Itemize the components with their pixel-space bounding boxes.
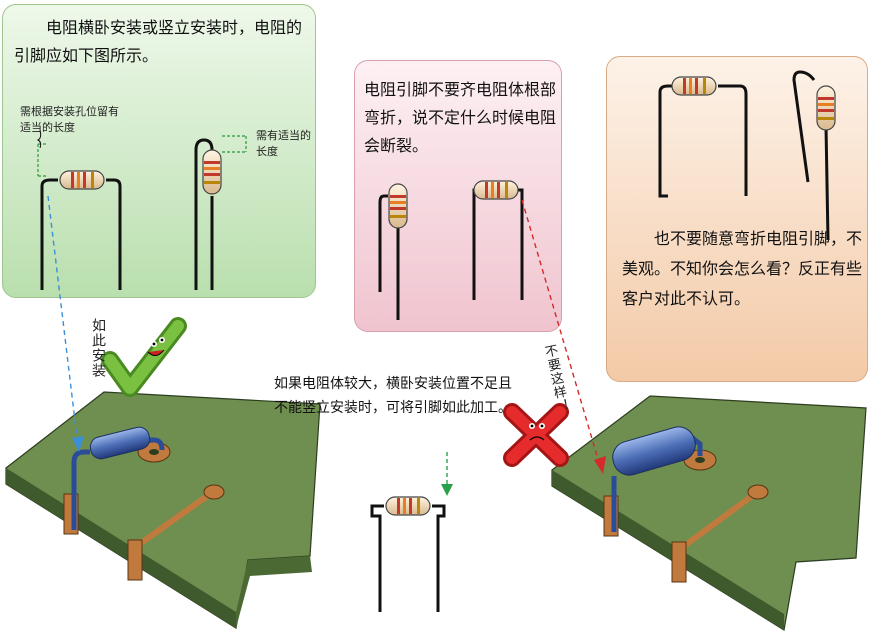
correct-install-text: 电阻横卧安装或竖立安装时，电阻的引脚应如下图所示。 bbox=[14, 18, 303, 65]
pcb-resistor-left bbox=[71, 426, 165, 530]
install-like-this-label: 如此安装 bbox=[90, 318, 106, 378]
large-body-note: 如果电阻体较大，横卧安装位置不足且不能竖立安装时，可将引脚如此加工。 bbox=[274, 376, 512, 416]
horizontal-resistor-correct bbox=[40, 178, 122, 290]
random-bend-resistors bbox=[658, 70, 830, 241]
bent-lead-resistor bbox=[370, 504, 446, 612]
vertical-resistor-correct bbox=[194, 138, 214, 290]
pcb-board-left bbox=[5, 391, 321, 629]
random-bend-warning-text: 也不要随意弯折电阻引脚，不美观。不知你会怎么看？反正有些客户对此不认可。 bbox=[622, 229, 863, 308]
root-bend-warning-text: 电阻引脚不要齐电阻体根部弯折，说不定什么时候电阻会断裂。 bbox=[364, 80, 557, 155]
correct-install-panel bbox=[2, 4, 316, 298]
check-mascot-icon bbox=[101, 317, 187, 397]
hole-spacing-note: 需根据安装孔位留有适当的长度 bbox=[20, 105, 119, 134]
pcb-board-right bbox=[551, 395, 867, 631]
cross-mascot-icon bbox=[503, 403, 569, 467]
lead-length-note: 需有适当的长度 bbox=[256, 129, 311, 158]
